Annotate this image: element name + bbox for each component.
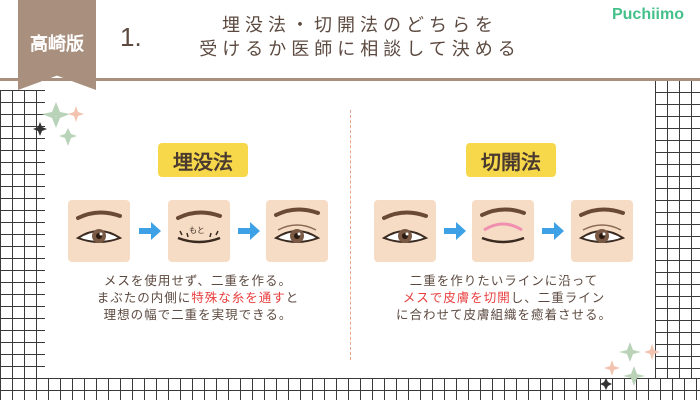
brand-logo: Puchiimo xyxy=(611,6,684,23)
sparkle-icon xyxy=(600,342,660,390)
desc-highlight: 特殊な糸を通す xyxy=(191,290,286,305)
desc-highlight: メスで皮膚を切開 xyxy=(402,290,511,305)
eye-after-icon xyxy=(571,200,633,262)
sparkle-icon xyxy=(33,102,84,146)
desc-text: まぶたの内側に xyxy=(96,290,192,305)
header-divider xyxy=(0,78,700,81)
region-tag: 高崎版 xyxy=(18,0,96,90)
grid-pattern-bottom xyxy=(0,378,700,400)
eye-incision-icon xyxy=(472,200,534,262)
eye-before-icon xyxy=(374,200,436,262)
arrow-right-icon xyxy=(444,222,466,240)
desc-text: と xyxy=(285,290,300,305)
grid-pattern-right xyxy=(655,80,700,400)
svg-text:もと: もと xyxy=(189,226,205,235)
center-divider xyxy=(350,110,351,360)
eye-after-icon xyxy=(266,200,328,262)
desc-line: 二重を作りたいラインに沿って xyxy=(409,273,599,288)
title-line-2: 受けるか医師に相談して決める xyxy=(199,39,521,60)
desc-line: に合わせて皮膚組織を癒着させる。 xyxy=(395,307,612,322)
title-line-1: 埋没法・切開法のどちらを xyxy=(222,15,498,36)
header xyxy=(0,0,700,80)
method-description-sekkai: 二重を作りたいラインに沿って メスで皮膚を切開し、二重ライン に合わせて皮膚組織… xyxy=(354,272,654,323)
arrow-right-icon xyxy=(238,222,260,240)
desc-text: し、二重ライン xyxy=(510,290,606,305)
arrow-right-icon xyxy=(542,222,564,240)
grid-pattern-left xyxy=(0,90,45,400)
method-label-sekkai: 切開法 xyxy=(466,143,556,177)
desc-line: メスで皮膚を切開し、二重ライン xyxy=(354,289,654,306)
eye-before-icon xyxy=(68,200,130,262)
page-title: 埋没法・切開法のどちらを 受けるか医師に相談して決める xyxy=(170,14,550,62)
region-tag-label: 高崎版 xyxy=(30,34,84,55)
desc-line: メスを使用せず、二重を作る。 xyxy=(103,273,293,288)
method-label-maibotsu: 埋没法 xyxy=(158,143,248,177)
desc-line: 理想の幅で二重を実現できる。 xyxy=(103,307,293,322)
method-description-maibotsu: メスを使用せず、二重を作る。 まぶたの内側に特殊な糸を通すと 理想の幅で二重を実… xyxy=(48,272,348,323)
step-number: 1. xyxy=(120,22,142,52)
eye-stitch-icon: もと xyxy=(168,200,230,262)
desc-line: まぶたの内側に特殊な糸を通すと xyxy=(48,289,348,306)
arrow-right-icon xyxy=(139,222,161,240)
